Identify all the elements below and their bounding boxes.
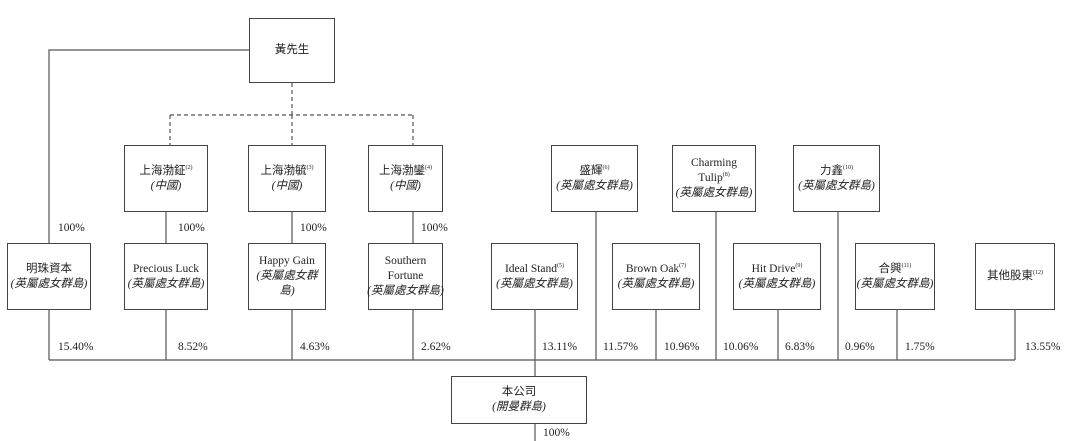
footnote: (7) <box>679 262 687 269</box>
jurisdiction: (英屬處女群島) <box>556 179 633 192</box>
shareholder-box: 其他股東(12) <box>975 243 1055 310</box>
stake-pct: 6.83% <box>785 341 815 353</box>
footnote: (12) <box>1033 270 1043 277</box>
entity-name: 上海渤鑾 <box>379 164 425 177</box>
footnote: (6) <box>602 164 610 171</box>
entity-name: 力鑫 <box>820 164 843 177</box>
stake-pct: 13.55% <box>1025 341 1061 353</box>
jurisdiction: (英屬處女群島) <box>856 277 934 290</box>
stake-pct: 11.57% <box>603 341 639 353</box>
entity-name: 本公司 <box>501 386 537 398</box>
jurisdiction: (英屬處女群島) <box>675 187 753 199</box>
jurisdiction: (中國) <box>271 179 303 192</box>
subsidiary-pct: 100% <box>543 427 570 439</box>
footnote: (5) <box>557 262 565 269</box>
footnote: (11) <box>901 262 912 269</box>
entity-name: Ideal Stand <box>504 262 558 275</box>
shareholder-box: Precious Luck (英屬處女群島) <box>124 243 208 310</box>
footnote: (2) <box>185 164 193 171</box>
jurisdiction: (英屬處女群島) <box>496 277 573 290</box>
stake-pct: 2.62% <box>421 341 451 353</box>
stake-pct: 10.06% <box>723 341 759 353</box>
jurisdiction: (英屬處女群島) <box>256 270 318 297</box>
jurisdiction: (中國) <box>390 179 421 192</box>
entity-name: 其他股東 <box>987 270 1033 282</box>
stake-pct: 8.52% <box>178 341 208 353</box>
ownership-pct: 100% <box>58 222 85 234</box>
jurisdiction: (英屬處女群島) <box>127 277 205 290</box>
jurisdiction: (英屬處女群島) <box>738 277 816 290</box>
shareholder-box: Hit Drive(9) (英屬處女群島) <box>733 243 821 310</box>
jurisdiction: (英屬處女群島) <box>798 179 875 192</box>
jurisdiction: (英屬處女群島) <box>367 285 444 297</box>
shareholder-box: Southern Fortune (英屬處女群島) <box>367 243 444 310</box>
entity-name: Southern Fortune <box>384 255 427 282</box>
ownership-pct: 100% <box>421 222 448 234</box>
jurisdiction: (英屬處女群島) <box>10 277 88 290</box>
entity-name: Precious Luck <box>132 262 200 275</box>
entity-name: 合興 <box>878 262 902 275</box>
controller-box: 黃先生 <box>249 18 335 83</box>
shareholder-box: Charming Tulip(8) (英屬處女群島) <box>672 145 756 212</box>
footnote: (3) <box>306 164 314 171</box>
stake-pct: 13.11% <box>542 341 578 353</box>
shareholder-box: 力鑫(10) (英屬處女群島) <box>793 145 880 212</box>
shareholder-box: 合興(11) (英屬處女群島) <box>855 243 935 310</box>
entity-name: Brown Oak <box>625 262 680 275</box>
stake-pct: 1.75% <box>905 341 935 353</box>
stake-pct: 4.63% <box>300 341 330 353</box>
holdco-box: 上海渤毓(3) (中國) <box>248 145 326 212</box>
stake-pct: 15.40% <box>58 341 94 353</box>
holdco-box: 上海渤鑾(4) (中國) <box>368 145 443 212</box>
ownership-pct: 100% <box>300 222 327 234</box>
entity-name: 上海渤鉦 <box>139 164 186 177</box>
jurisdiction: (開曼群島) <box>492 401 546 413</box>
entity-name: 上海渤毓 <box>260 164 307 177</box>
shareholder-box: Happy Gain (英屬處女群島) <box>248 243 326 310</box>
footnote: (9) <box>795 262 803 269</box>
shareholder-box: Brown Oak(7) (英屬處女群島) <box>612 243 700 310</box>
entity-name: Hit Drive <box>751 262 796 275</box>
footnote: (8) <box>722 172 730 179</box>
jurisdiction: (中國) <box>150 179 182 192</box>
stake-pct: 0.96% <box>845 341 875 353</box>
controller-name: 黃先生 <box>274 44 310 56</box>
shareholder-box: 盛輝(6) (英屬處女群島) <box>551 145 638 212</box>
footnote: (10) <box>843 164 853 171</box>
stake-pct: 10.96% <box>664 341 700 353</box>
jurisdiction: (英屬處女群島) <box>617 277 695 290</box>
holdco-box: 上海渤鉦(2) (中國) <box>124 145 208 212</box>
entity-name: Charming Tulip <box>691 157 737 184</box>
company-box: 本公司 (開曼群島) <box>451 376 587 424</box>
shareholder-box: Ideal Stand(5) (英屬處女群島) <box>491 243 578 310</box>
ownership-pct: 100% <box>178 222 205 234</box>
entity-name: 明珠資本 <box>26 262 72 275</box>
footnote: (4) <box>425 164 432 171</box>
entity-name: 盛輝 <box>579 164 603 177</box>
shareholder-box: 明珠資本 (英屬處女群島) <box>7 243 91 310</box>
entity-name: Happy Gain <box>259 255 315 267</box>
